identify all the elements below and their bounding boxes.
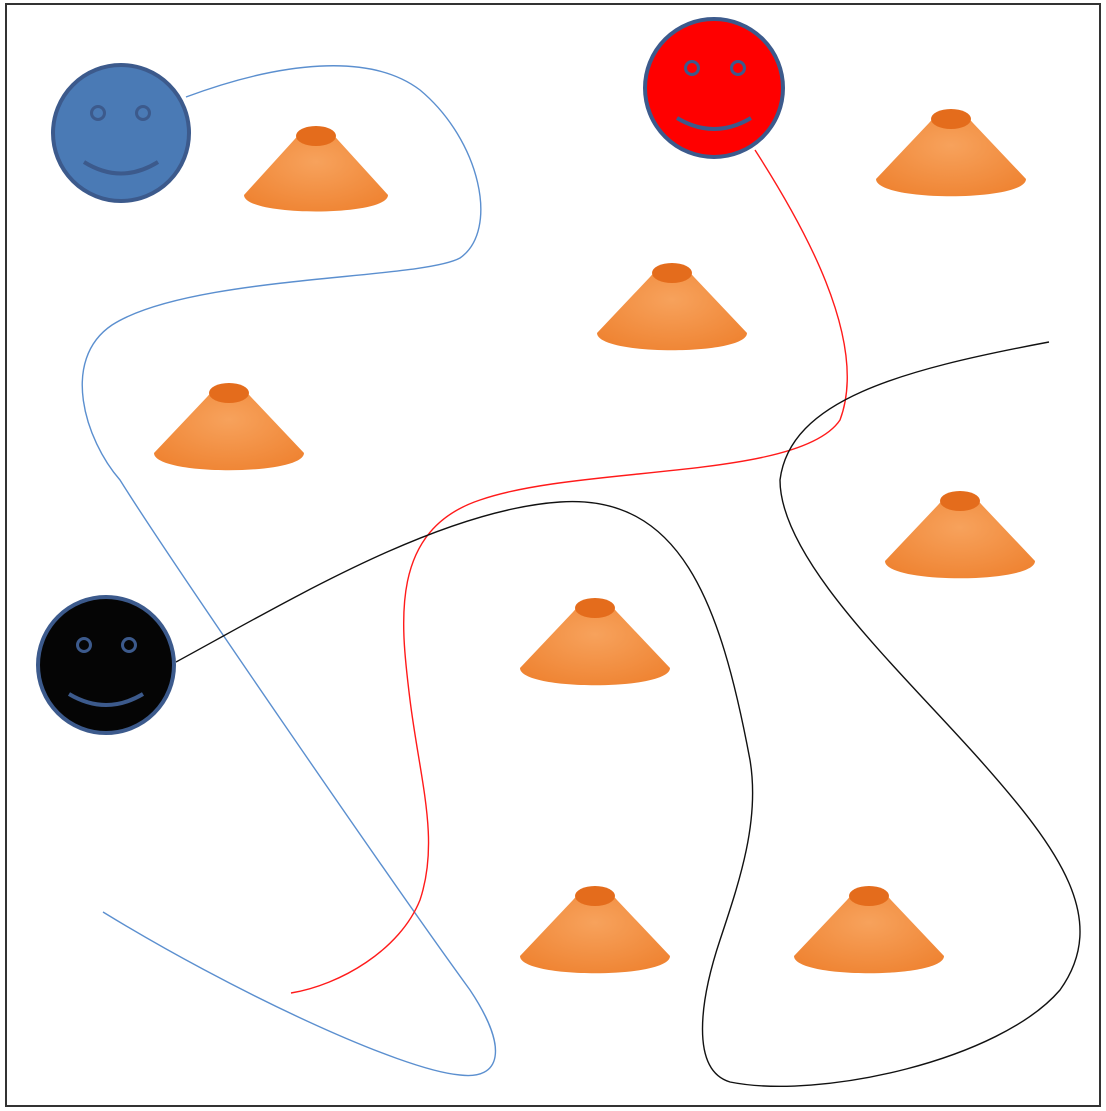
black-player (38, 597, 174, 733)
smiley-face-icon (645, 19, 783, 157)
smiley-face-icon (38, 597, 174, 733)
smiley-face-icon (53, 65, 189, 201)
red-player (645, 19, 783, 157)
blue-player (53, 65, 189, 201)
